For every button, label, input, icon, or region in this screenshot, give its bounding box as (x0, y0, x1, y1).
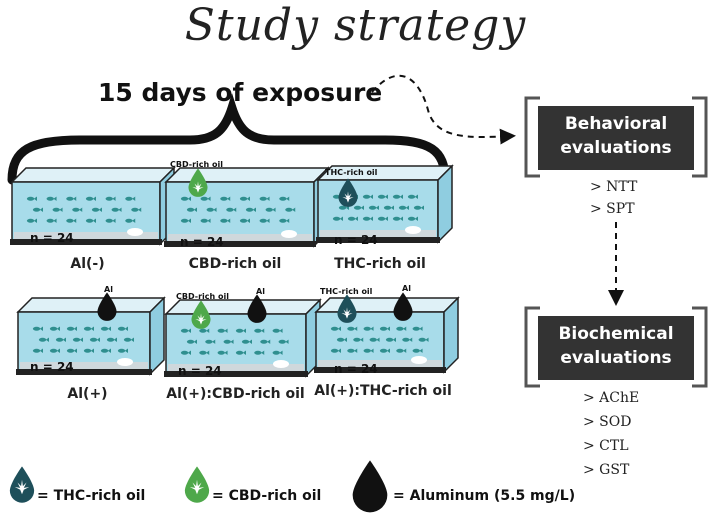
behavioral-item-spt: > SPT (590, 201, 635, 217)
aquarium-tank (316, 164, 454, 244)
biochemical-item-gst: > GST (583, 462, 630, 478)
n-label: n = 24 (30, 231, 74, 245)
legend-al-text: = Aluminum (5.5 mg/L) (393, 488, 576, 504)
biochemical-item-sod: > SOD (583, 414, 632, 430)
biochemical-item-ctl: > CTL (583, 438, 629, 454)
behavioral-title-line2: evaluations (560, 138, 672, 158)
al-drop-icon (247, 294, 267, 323)
n-label: n = 24 (30, 360, 74, 374)
n-label: n = 24 (180, 235, 224, 249)
legend-thc-text: = THC-rich oil (37, 488, 146, 504)
legend-cbd-text: = CBD-rich oil (212, 488, 322, 504)
tank-label-al-plus: Al(+) (67, 386, 108, 402)
legend-cbd-drop-icon (184, 466, 210, 503)
behavioral-title-line1: Behavioral (564, 114, 668, 134)
biochemical-title-line1: Biochemical (558, 324, 674, 344)
thc-oil-label: THC-rich oil (320, 287, 373, 296)
tank-label-al-cbd: Al(+):CBD-rich oil (166, 386, 305, 402)
aquarium-tank (164, 294, 322, 378)
thc-oil-label: THC-rich oil (325, 168, 378, 177)
exposure-label: 15 days of exposure (98, 78, 383, 107)
behavioral-box: Behavioral evaluations (538, 106, 694, 170)
biochemical-item-ache: > AChE (583, 390, 640, 406)
aquarium-tank (16, 292, 166, 376)
biochemical-bracket (524, 306, 708, 388)
al-label: Al (256, 287, 265, 296)
tank-label-thc: THC-rich oil (334, 256, 426, 272)
legend-al-drop-icon (352, 460, 388, 513)
al-drop-icon (393, 292, 413, 321)
tank-label-cbd: CBD-rich oil (188, 256, 282, 272)
n-label: n = 24 (178, 364, 222, 378)
cbd-oil-label: CBD-rich oil (176, 292, 229, 301)
arrow-to-behavioral (371, 74, 516, 145)
tank-label-al-thc: Al(+):THC-rich oil (314, 383, 452, 399)
aquarium-tank (314, 292, 460, 374)
cbd-oil-label: CBD-rich oil (170, 160, 223, 169)
behavioral-item-ntt: > NTT (590, 179, 638, 195)
biochemical-title-line2: evaluations (560, 348, 672, 368)
n-label: n = 24 (334, 233, 378, 247)
al-label: Al (104, 285, 113, 294)
behavioral-bracket (524, 96, 708, 178)
biochemical-box: Biochemical evaluations (538, 316, 694, 380)
exposure-brace (7, 93, 450, 185)
tank-label-al-minus: Al(-) (70, 256, 105, 272)
n-label: n = 24 (334, 362, 378, 376)
al-drop-icon (97, 292, 117, 321)
al-label: Al (402, 284, 411, 293)
diagram-title: Study strategy (184, 0, 527, 51)
legend-thc-drop-icon (9, 466, 35, 503)
